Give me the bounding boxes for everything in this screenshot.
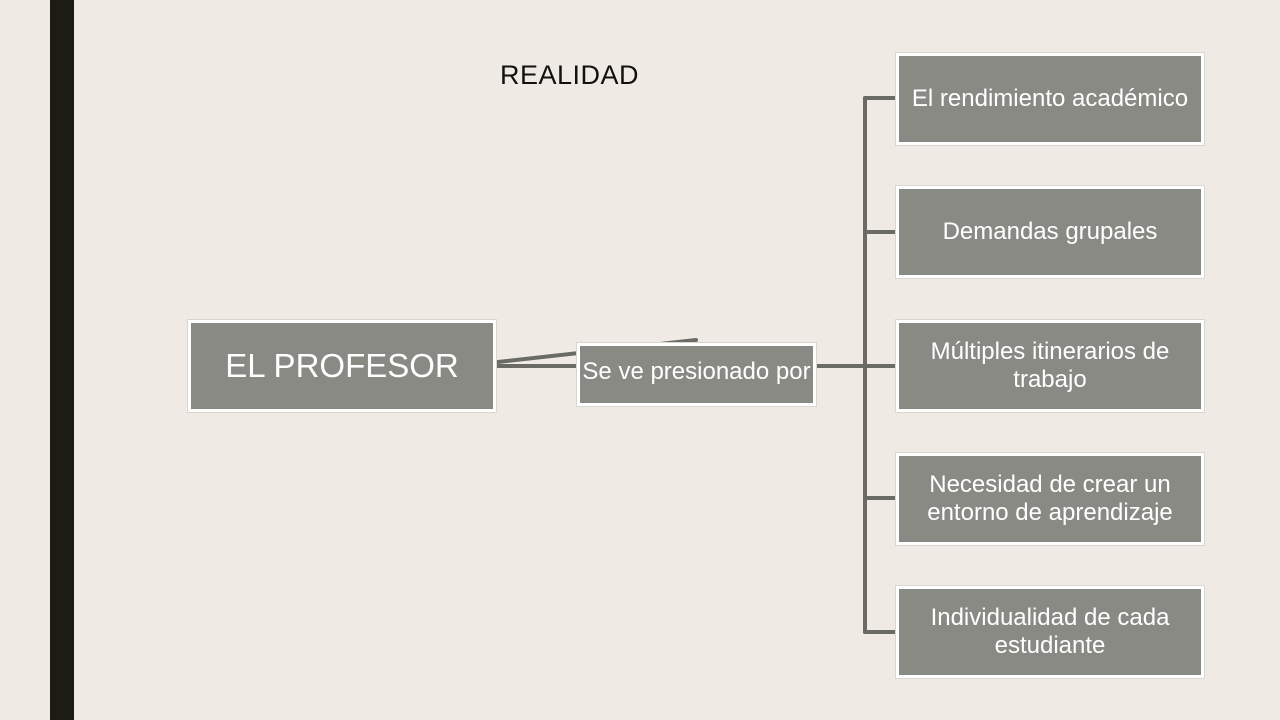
node-leaf-label: Individualidad de cada estudiante (930, 604, 1170, 659)
node-leaf-5: Individualidad de cada estudiante (895, 585, 1205, 679)
slide-title: REALIDAD (500, 60, 640, 90)
node-root-label: EL PROFESOR (225, 347, 459, 385)
node-leaf-1: El rendimiento académico (895, 52, 1205, 146)
node-root: EL PROFESOR (187, 319, 497, 413)
node-leaf-label: Demandas grupales (942, 218, 1158, 246)
node-leaf-label: El rendimiento académico (911, 85, 1189, 113)
node-leaf-label: Necesidad de crear un entorno de aprendi… (927, 471, 1173, 526)
node-middle-label: Se ve presionado por (582, 357, 811, 385)
node-leaf-3: Múltiples itinerarios de trabajo (895, 319, 1205, 413)
accent-bar (50, 0, 74, 720)
node-leaf-label: Múltiples itinerarios de trabajo (930, 338, 1170, 393)
node-leaf-2: Demandas grupales (895, 185, 1205, 279)
node-middle: Se ve presionado por (576, 342, 817, 407)
node-leaf-4: Necesidad de crear un entorno de aprendi… (895, 452, 1205, 546)
